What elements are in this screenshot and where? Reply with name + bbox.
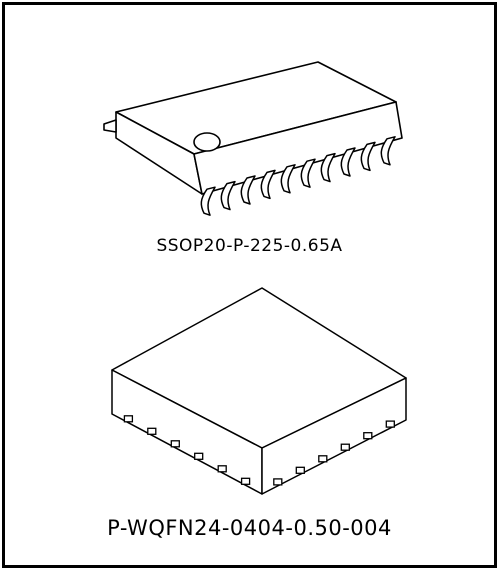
ssop20-svg: [103, 61, 403, 216]
ssop-lead: [240, 175, 256, 205]
ssop-lead: [340, 147, 356, 177]
wqfn-pad: [273, 478, 283, 486]
ssop20-package-drawing: [0, 0, 499, 240]
wqfn24-svg: [111, 287, 407, 495]
wqfn-pad: [240, 477, 251, 485]
wqfn-pad: [170, 440, 180, 448]
wqfn-pad: [318, 455, 328, 463]
wqfn-pad: [194, 452, 204, 460]
ssop-lead: [380, 136, 396, 166]
ssop-lead: [300, 158, 316, 188]
wqfn24-pads: [123, 415, 395, 486]
wqfn-pad: [147, 427, 157, 435]
ssop-lead: [360, 141, 376, 172]
pin-1-marker: [193, 132, 221, 152]
ssop-lead: [280, 164, 296, 194]
wqfn-pad: [363, 432, 373, 440]
ssop-lead: [220, 180, 236, 211]
ssop-lead: [200, 186, 216, 216]
wqfn-pad: [217, 465, 227, 473]
wqfn-pad: [385, 420, 395, 428]
ssop-lead: [260, 169, 276, 200]
wqfn24-package-drawing: [0, 280, 499, 510]
wqfn-pad: [123, 415, 134, 423]
ssop-lead: [320, 152, 336, 183]
ssop20-leads: [200, 136, 396, 216]
wqfn-pad: [295, 466, 305, 474]
package-label-wqfn24: P-WQFN24-0404-0.50-004: [107, 516, 392, 540]
package-label-ssop20: SSOP20-P-225-0.65A: [156, 236, 343, 256]
wqfn-pad: [340, 443, 350, 451]
